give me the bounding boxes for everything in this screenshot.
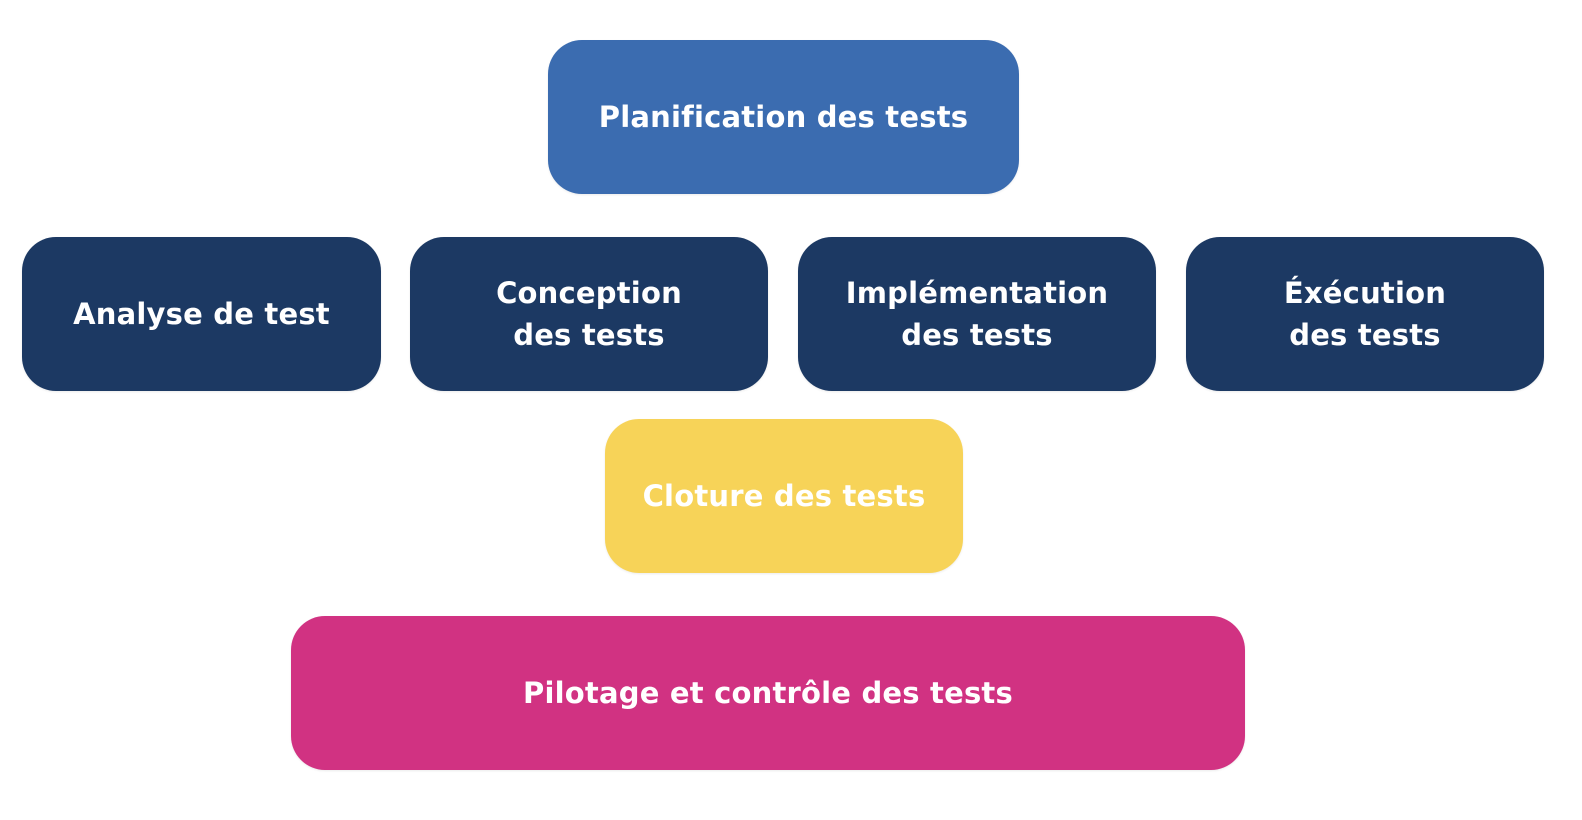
test-execution-box: Éxécution des tests xyxy=(1186,237,1544,391)
test-closure-box: Cloture des tests xyxy=(605,419,963,573)
test-monitoring-control-box: Pilotage et contrôle des tests xyxy=(291,616,1245,770)
test-analysis-box: Analyse de test xyxy=(22,237,381,391)
test-implementation-box: Implémentation des tests xyxy=(798,237,1156,391)
test-planning-box: Planification des tests xyxy=(548,40,1019,194)
test-design-box: Conception des tests xyxy=(410,237,768,391)
